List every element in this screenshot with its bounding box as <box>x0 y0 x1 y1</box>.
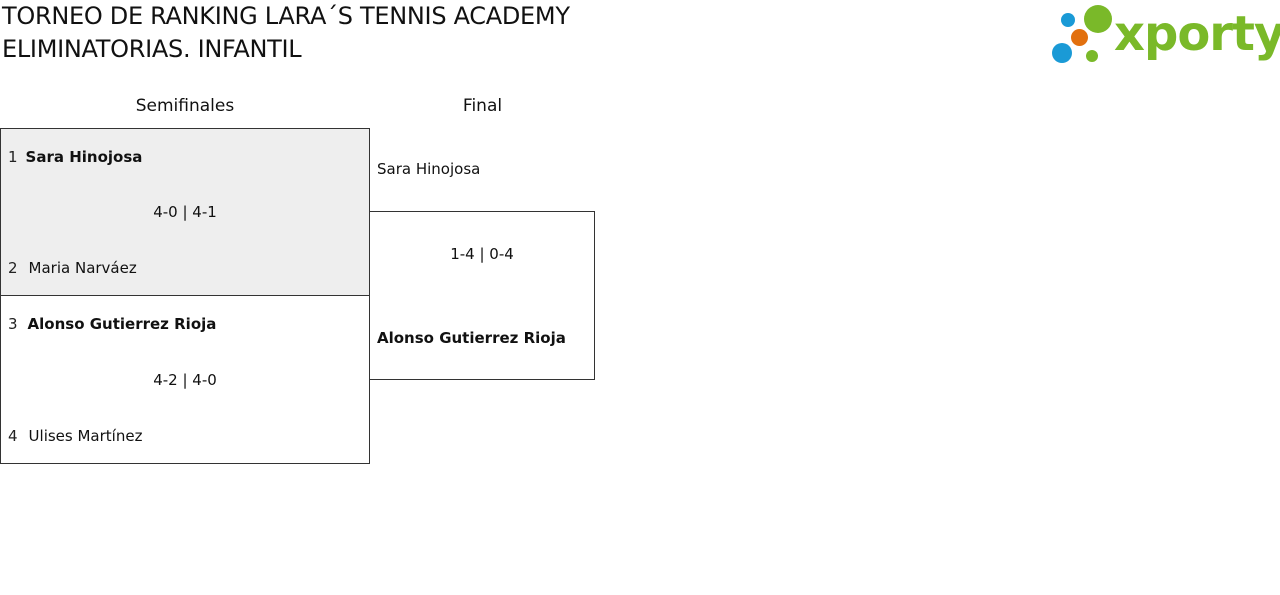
match-score: 4-0 | 4-1 <box>153 203 217 221</box>
player-seed: 4 <box>8 427 18 445</box>
player-name: Ulises Martínez <box>28 427 143 445</box>
player-seed: 3 <box>8 315 18 333</box>
player-row[interactable]: 3 Alonso Gutierrez Rioja <box>8 315 216 333</box>
final-player-1[interactable]: Sara Hinojosa <box>377 160 480 178</box>
round-title-semifinales: Semifinales <box>135 96 235 116</box>
player-name: Sara Hinojosa <box>25 148 143 166</box>
xporty-logo[interactable]: xporty <box>1050 4 1280 66</box>
logo-dot-blue-large <box>1052 43 1072 63</box>
player-row[interactable]: 4 Ulises Martínez <box>8 427 142 445</box>
round-title-final: Final <box>462 96 503 116</box>
player-name: Sara Hinojosa <box>377 160 481 178</box>
final-player-2[interactable]: Alonso Gutierrez Rioja <box>377 329 566 347</box>
match-score: 4-2 | 4-0 <box>153 371 217 389</box>
player-name: Alonso Gutierrez Rioja <box>27 315 217 333</box>
tournament-subtitle: ELIMINATORIAS. INFANTIL <box>2 35 302 63</box>
logo-dot-green-large <box>1084 5 1112 33</box>
semifinal-match-2[interactable]: 3 Alonso Gutierrez Rioja 4-2 | 4-0 4 Ulise… <box>0 295 370 464</box>
logo-dot-green-small <box>1086 50 1098 62</box>
logo-wordmark: xporty <box>1114 6 1280 62</box>
semifinal-match-1[interactable]: 1 Sara Hinojosa 4-0 | 4-1 2 Maria Narváez <box>0 128 370 296</box>
logo-dot-blue-small <box>1061 13 1075 27</box>
player-row[interactable]: 1 Sara Hinojosa <box>8 148 142 166</box>
player-name: Alonso Gutierrez Rioja <box>377 329 566 347</box>
player-name: Maria Narváez <box>28 259 137 277</box>
final-match[interactable]: 1-4 | 0-4 Alonso Gutierrez Rioja <box>369 211 595 380</box>
player-row[interactable]: 2 Maria Narváez <box>8 259 137 277</box>
tournament-title: TORNEO DE RANKING LARA´S TENNIS ACADEMY <box>2 2 570 30</box>
logo-dot-orange <box>1071 29 1088 46</box>
match-score: 1-4 | 0-4 <box>450 245 514 263</box>
player-seed: 2 <box>8 259 18 277</box>
player-seed: 1 <box>8 148 18 166</box>
